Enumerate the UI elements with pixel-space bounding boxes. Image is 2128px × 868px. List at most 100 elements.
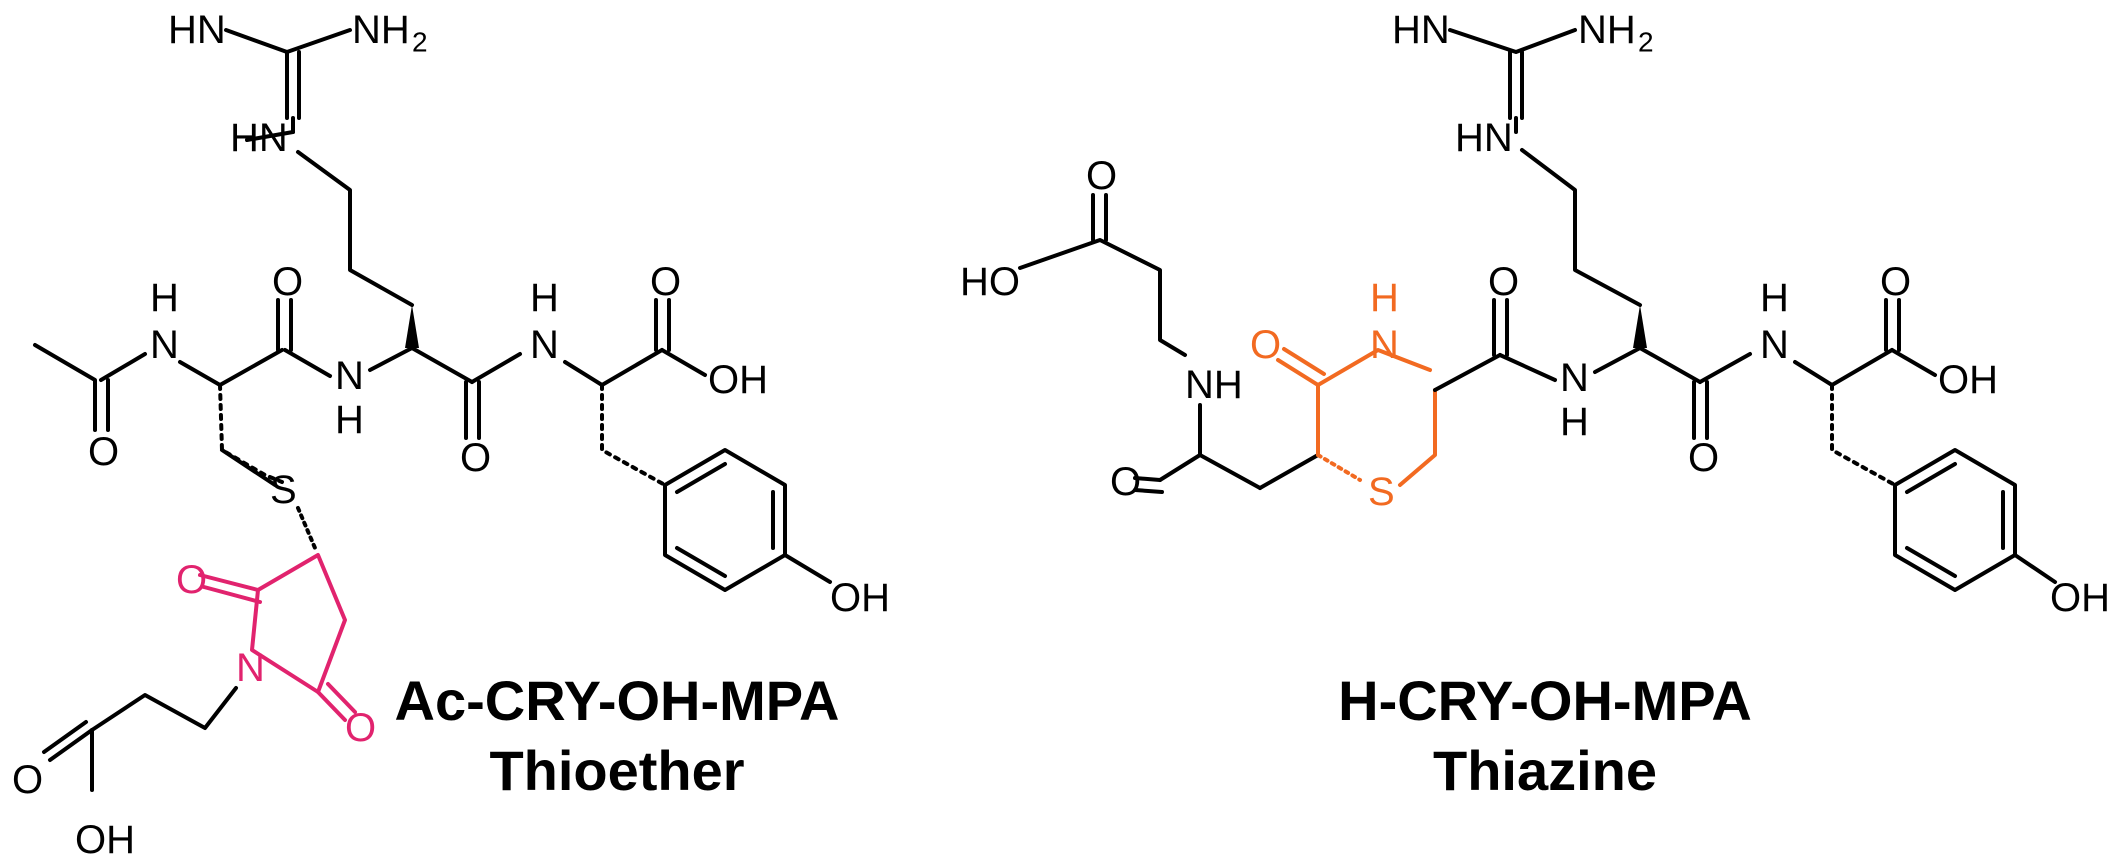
cys-ch2 bbox=[220, 448, 277, 487]
acetyl-bonds bbox=[33, 343, 147, 432]
atom-arg-n: N bbox=[335, 354, 364, 398]
phenol-oh-bond-2 bbox=[2013, 553, 2057, 584]
arg-backbone bbox=[368, 346, 474, 384]
phenol-ring bbox=[663, 448, 787, 592]
guanidine-bonds-2 bbox=[1448, 28, 1577, 54]
atom-guan-nh2-sub-2: 2 bbox=[1638, 27, 1654, 58]
arg-carbonyl-2 bbox=[1692, 380, 1709, 440]
succinimide-co1 bbox=[198, 573, 262, 604]
phenol-ring-2 bbox=[1893, 448, 2017, 592]
guanidine-link bbox=[245, 130, 295, 142]
succinimide-co2 bbox=[316, 682, 357, 722]
tyr-acid bbox=[660, 348, 707, 377]
guanidine-double-bond bbox=[285, 50, 301, 120]
thiazine-wavy bbox=[1316, 453, 1362, 482]
atom-succ-o1: O bbox=[176, 558, 207, 602]
atom-tyr-h-2: H bbox=[1760, 276, 1789, 320]
guanidine-bonds bbox=[224, 28, 352, 54]
cys-amide-2 bbox=[1498, 353, 1557, 382]
thiazine-co bbox=[1276, 347, 1326, 387]
atom-amide-nh-2: NH bbox=[1185, 363, 1243, 407]
atom-ring-s: S bbox=[1368, 470, 1395, 514]
atom-guan-nh: HN bbox=[168, 8, 226, 52]
atom-guan-nh2-sub: 2 bbox=[412, 27, 428, 58]
tyr-dash-2 bbox=[1830, 383, 1897, 487]
arg-wedge-2 bbox=[1633, 305, 1647, 348]
cys-carbonyl bbox=[276, 298, 293, 352]
atom-mpa-ho-2: HO bbox=[960, 260, 1020, 304]
atom-arg-o-2: O bbox=[1688, 436, 1719, 480]
atom-guan-hn-2: HN bbox=[1455, 116, 1513, 160]
thiazine-structure: HN NH 2 HN O HO NH O O H N S O N H bbox=[960, 8, 2110, 802]
atom-acid-o-2: O bbox=[1880, 260, 1911, 304]
succinimide-ring bbox=[250, 553, 347, 694]
tyr-carbonyl bbox=[654, 298, 671, 352]
compound-name-thioether: Ac-CRY-OH-MPA bbox=[395, 669, 840, 732]
tyr-backbone-2 bbox=[1793, 348, 1894, 387]
amide-link-2 bbox=[1158, 403, 1262, 490]
atom-tyr-n: N bbox=[530, 323, 559, 367]
atom-succ-o2: O bbox=[345, 706, 376, 750]
arg-carbonyl bbox=[464, 380, 481, 440]
atom-phenol-oh-2: OH bbox=[2050, 576, 2110, 620]
atom-acid-oh-2: OH bbox=[1938, 358, 1998, 402]
tyr-acid-2 bbox=[1890, 348, 1937, 377]
thioether-structure: HN NH 2 HN O H N O N H O H N O OH bbox=[12, 8, 890, 862]
atom-ring-h: H bbox=[1370, 276, 1399, 320]
mpa-chain bbox=[90, 686, 238, 732]
atom-amide-o-2: O bbox=[1110, 460, 1141, 504]
thiazine-ring-left bbox=[1316, 348, 1432, 457]
atom-arg-o: O bbox=[460, 436, 491, 480]
atom-succ-n: N bbox=[236, 646, 265, 690]
atom-guan-hn: HN bbox=[230, 116, 288, 160]
compound-subtitle-thiazine: Thiazine bbox=[1433, 739, 1657, 802]
tyr-backbone bbox=[563, 348, 664, 387]
atom-mpa-o-2: O bbox=[1086, 154, 1117, 198]
atom-tyr-h: H bbox=[530, 276, 559, 320]
phenol-inner bbox=[675, 462, 775, 578]
atom-ac-h: H bbox=[150, 276, 179, 320]
atom-guan-nh-2: HN bbox=[1392, 8, 1450, 52]
phenol-inner-2 bbox=[1905, 462, 2005, 578]
atom-cys-o-2: O bbox=[1488, 260, 1519, 304]
compound-name-thiazine: H-CRY-OH-MPA bbox=[1338, 669, 1752, 732]
atom-cys-o: O bbox=[272, 260, 303, 304]
mpa-chain-2 bbox=[1018, 238, 1187, 357]
arg-amide-2 bbox=[1698, 352, 1752, 384]
phenol-oh-bond bbox=[783, 553, 832, 584]
atom-ring-o: O bbox=[1250, 323, 1281, 367]
atom-arg-h: H bbox=[335, 398, 364, 442]
s-wavy bbox=[296, 506, 317, 550]
cys-backbone bbox=[178, 348, 284, 387]
cys-carbonyl-2 bbox=[1492, 298, 1509, 357]
amide-co-2 bbox=[1133, 476, 1164, 494]
arg-side-chain bbox=[296, 150, 414, 307]
atom-phenol-oh: OH bbox=[830, 576, 890, 620]
arg-side-chain-2 bbox=[1514, 116, 1642, 307]
mpa-co bbox=[42, 720, 94, 762]
atom-acid-oh: OH bbox=[708, 358, 768, 402]
arg-wedge bbox=[405, 305, 419, 348]
atom-ac-o: O bbox=[88, 430, 119, 474]
atom-ring-n: N bbox=[1370, 323, 1399, 367]
arg-amide bbox=[470, 352, 522, 384]
tyr-carbonyl-2 bbox=[1884, 298, 1901, 352]
arg-backbone-2 bbox=[1593, 346, 1702, 384]
atom-ac-n: N bbox=[150, 323, 179, 367]
thiazine-ring-right bbox=[1398, 388, 1437, 487]
tyr-dash bbox=[600, 383, 667, 487]
atom-mpa-oh: OH bbox=[75, 818, 135, 862]
compound-subtitle-thioether: Thioether bbox=[489, 739, 744, 802]
atom-arg-h-2: H bbox=[1560, 400, 1589, 444]
atom-s: S bbox=[270, 468, 297, 512]
atom-mpa-o: O bbox=[12, 758, 43, 802]
atom-tyr-n-2: N bbox=[1760, 323, 1789, 367]
guanidine-double-bond-2 bbox=[1508, 50, 1524, 120]
atom-arg-n-2: N bbox=[1560, 356, 1589, 400]
cys-amide bbox=[283, 348, 332, 378]
atom-guan-nh2: NH bbox=[352, 8, 410, 52]
mpa-carbonyl-2 bbox=[1091, 193, 1108, 242]
atom-guan-nh2-2: NH bbox=[1578, 8, 1636, 52]
cys-link-2 bbox=[1433, 353, 1502, 392]
